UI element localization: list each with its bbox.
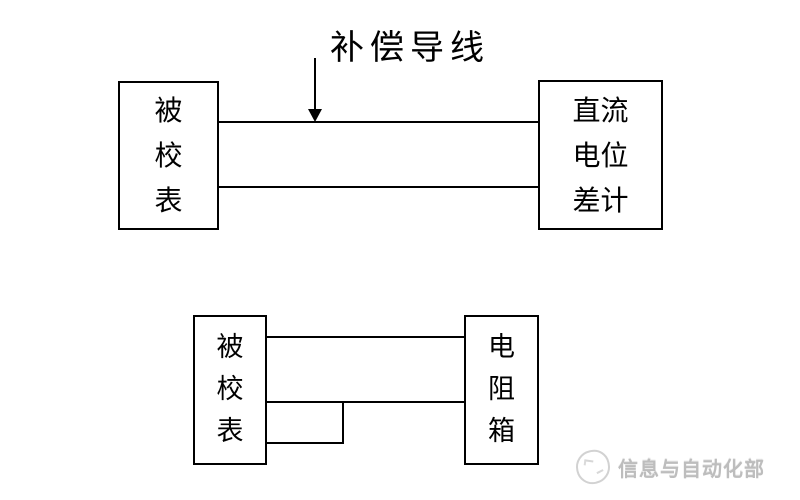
bottom-wire-stub-horizontal xyxy=(267,442,344,444)
box-text-line: 电 xyxy=(488,332,515,363)
box-text-line: 校 xyxy=(154,139,183,172)
top-wire-lower xyxy=(219,186,538,188)
arrow-down-icon xyxy=(308,109,322,122)
box-text-line: 表 xyxy=(154,184,183,217)
box-text-line: 电位 xyxy=(572,138,629,172)
box-text-line: 被 xyxy=(216,332,244,363)
watermark-text: 信息与自动化部 xyxy=(618,456,765,481)
box-text-line: 被 xyxy=(154,94,183,127)
bottom-wire-stub-vertical xyxy=(342,401,344,444)
box-text-line: 校 xyxy=(216,374,244,405)
resistance-box: 电 阻 箱 xyxy=(464,315,539,465)
meter-under-test-box-bottom: 被 校 表 xyxy=(193,315,267,465)
box-text-line: 箱 xyxy=(488,416,515,447)
watermark: 信息与自动化部 xyxy=(572,446,765,488)
box-text-line: 直流 xyxy=(572,93,629,127)
top-wire-upper xyxy=(219,121,538,123)
bottom-wire-middle xyxy=(267,401,464,403)
meter-under-test-box-top: 被 校 表 xyxy=(118,81,219,230)
box-text-line: 阻 xyxy=(488,374,515,405)
arrow-shaft xyxy=(314,58,316,110)
box-text-line: 差计 xyxy=(572,183,629,217)
dc-potentiometer-box: 直流 电位 差计 xyxy=(538,80,663,230)
watermark-logo-icon xyxy=(572,446,614,488)
box-text-line: 表 xyxy=(216,416,244,447)
bottom-wire-upper xyxy=(267,336,464,338)
compensation-wire-label: 补偿导线 xyxy=(330,28,490,68)
